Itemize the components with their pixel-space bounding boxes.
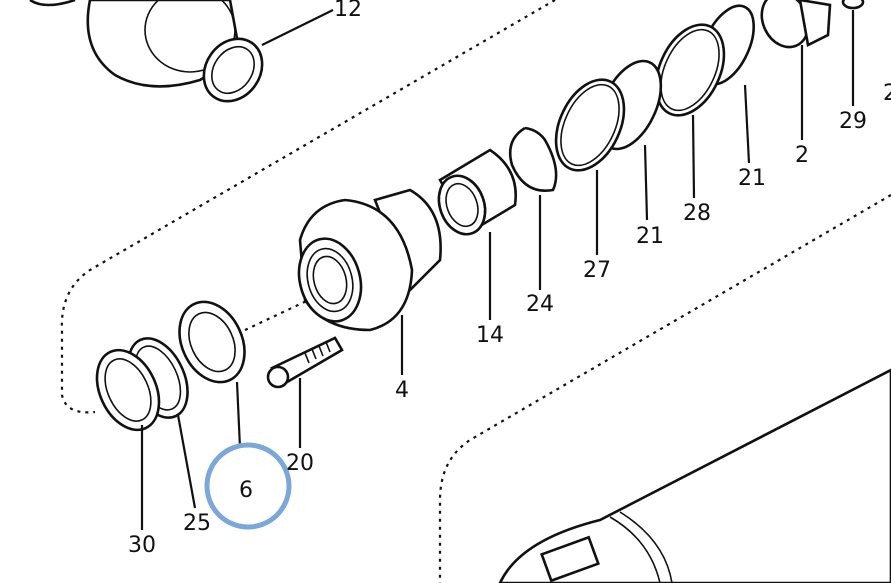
cylinder-tube — [498, 368, 891, 583]
part-label-20[interactable]: 20 — [286, 451, 314, 476]
nut-part-29 — [841, 0, 865, 10]
part-label-21b[interactable]: 21 — [636, 224, 664, 249]
assembly-guide-line — [60, 0, 556, 414]
part-label-29[interactable]: 29 — [839, 109, 867, 134]
part-label-12[interactable]: 12 — [334, 0, 362, 22]
part-label-25[interactable]: 25 — [183, 511, 211, 536]
eye-end-part — [29, 0, 242, 88]
part-label-14[interactable]: 14 — [476, 323, 504, 348]
part-label-30[interactable]: 30 — [128, 533, 156, 558]
part-label-27[interactable]: 27 — [583, 258, 611, 283]
snap-ring-24 — [508, 126, 558, 193]
cylinder-head-4 — [297, 188, 442, 332]
ring-6 — [178, 300, 246, 384]
ring-30 — [95, 348, 161, 432]
part-label-28[interactable]: 28 — [683, 201, 711, 226]
ring-28 — [654, 23, 726, 117]
leader-lines — [140, 9, 855, 530]
part-label-6[interactable]: 6 — [239, 478, 253, 503]
part-label-4[interactable]: 4 — [395, 378, 409, 403]
bolt-20 — [266, 336, 344, 389]
part-label-2[interactable]: 2 — [795, 143, 809, 168]
part-label-2-partial[interactable]: 2 — [883, 81, 891, 106]
part-label-24[interactable]: 24 — [526, 292, 554, 317]
assembly-guide-line — [438, 194, 891, 583]
ring-27 — [554, 78, 626, 172]
part-label-21a[interactable]: 21 — [738, 166, 766, 191]
seal-ring-12 — [202, 37, 264, 103]
piston-part-2 — [760, 0, 832, 49]
highlight-circle — [204, 442, 292, 530]
bushing-14 — [437, 148, 517, 236]
